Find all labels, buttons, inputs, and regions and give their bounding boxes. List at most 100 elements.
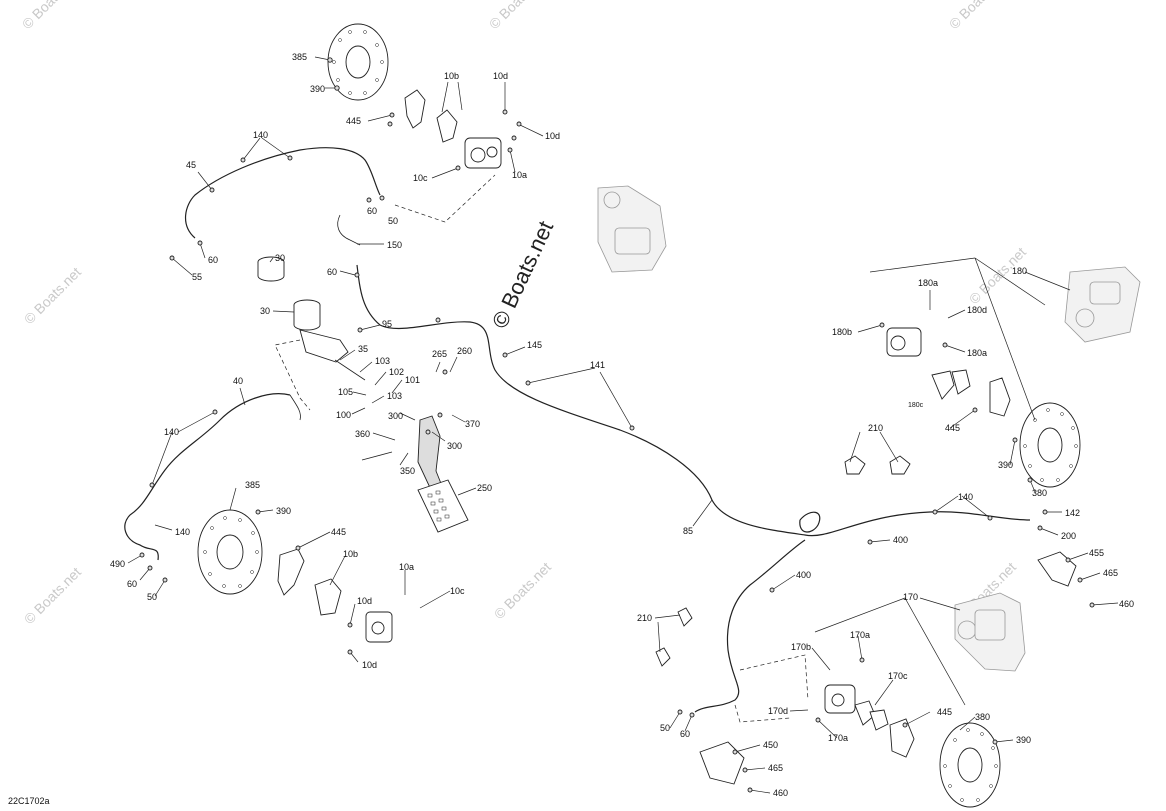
part-label: 260 [457,346,472,356]
part-labels: 385 390 445 10b 10d 10d 10c 10a 140 45 6… [110,52,1134,798]
part-label: 102 [389,367,404,377]
part-label: 180a [967,348,987,358]
watermark-tile: © Boats.net [491,559,554,622]
part-label: 460 [773,788,788,798]
part-label: 140 [958,492,973,502]
watermark-main: © Boats.net [487,217,558,332]
part-label: 60 [680,729,690,739]
pushrod [334,359,393,461]
part-label: 60 [367,206,377,216]
part-label: 95 [382,319,392,329]
bracket-bottom [699,741,745,785]
part-label: 50 [660,723,670,733]
part-label: 300 [388,411,403,421]
part-label: 101 [405,375,420,385]
part-label: 10a [512,170,527,180]
part-label: 10d [493,71,508,81]
part-label: 140 [175,527,190,537]
part-label: 180 [1012,266,1027,276]
part-label: 265 [432,349,447,359]
part-label: 10b [343,549,358,559]
caliper-left [277,548,393,643]
part-label: 40 [233,376,243,386]
part-label: 140 [253,130,268,140]
part-label: 170b [791,642,811,652]
part-label: 103 [375,356,390,366]
part-label: 170a [828,733,848,743]
part-label: 100 [336,410,351,420]
part-label: 10d [362,660,377,670]
caliper-right [886,327,1011,417]
part-label: 145 [527,340,542,350]
watermark-tile: © Boats.net [946,0,1009,32]
part-label: 170d [768,706,788,716]
part-label: 465 [1103,568,1118,578]
part-label: 380 [1032,488,1047,498]
hose-clips-210 [655,455,911,667]
part-label: 170a [850,630,870,640]
brake-disc-left [197,509,263,595]
part-label: 103 [387,391,402,401]
caliper-bottom [824,684,915,758]
part-label: 210 [637,613,652,623]
part-label: 200 [1061,531,1076,541]
part-label: 180a [918,278,938,288]
part-label: 250 [477,483,492,493]
watermark-tile: © Boats.net [486,0,549,32]
part-label: 35 [358,344,368,354]
part-label: 390 [276,506,291,516]
ghost-caliper-top [597,185,667,273]
part-label: 300 [447,441,462,451]
part-label: 50 [388,216,398,226]
part-label: 445 [346,116,361,126]
part-label: 60 [208,255,218,265]
brake-disc-right [1019,402,1081,488]
part-label: 210 [868,423,883,433]
part-label: 10a [399,562,414,572]
part-label: 180d [967,305,987,315]
master-cylinder [293,299,349,363]
leader-lines [127,56,1119,794]
part-label: 10b [444,71,459,81]
part-label: 30 [260,306,270,316]
part-label: 390 [310,84,325,94]
diagram-code: 22C1702a [8,796,50,806]
part-label: 60 [327,267,337,277]
brake-disc-bottom-right [939,722,1001,808]
part-label: 10c [450,586,465,596]
part-label: 350 [400,466,415,476]
part-label: 450 [763,740,778,750]
alignment-dashes [274,174,809,723]
part-label: 10d [545,131,560,141]
part-label: 10d [357,596,372,606]
fasteners [139,57,1095,793]
part-label: 180c [908,402,924,409]
part-label: 141 [590,360,605,370]
ghost-caliper-right [1064,266,1141,343]
part-label: 390 [1016,735,1031,745]
part-label: 385 [245,480,260,490]
part-label: 460 [1119,599,1134,609]
part-label: 445 [945,423,960,433]
part-label: 390 [998,460,1013,470]
part-label: 10c [413,173,428,183]
part-label: 400 [796,570,811,580]
part-label: 465 [768,763,783,773]
part-label: 445 [331,527,346,537]
part-label: 380 [975,712,990,722]
part-label: 45 [186,160,196,170]
brake-lines [124,147,1031,713]
part-label: 55 [192,272,202,282]
part-label: 455 [1089,548,1104,558]
brake-reservoir [257,256,285,282]
part-label: 490 [110,559,125,569]
watermark-tile: © Boats.net [21,264,84,327]
brake-pedal [417,415,469,533]
part-label: 170 [903,592,918,602]
part-label: 150 [387,240,402,250]
part-label: 60 [127,579,137,589]
watermark-tile: © Boats.net [21,564,84,627]
part-label: 400 [893,535,908,545]
part-label: 105 [338,387,353,397]
